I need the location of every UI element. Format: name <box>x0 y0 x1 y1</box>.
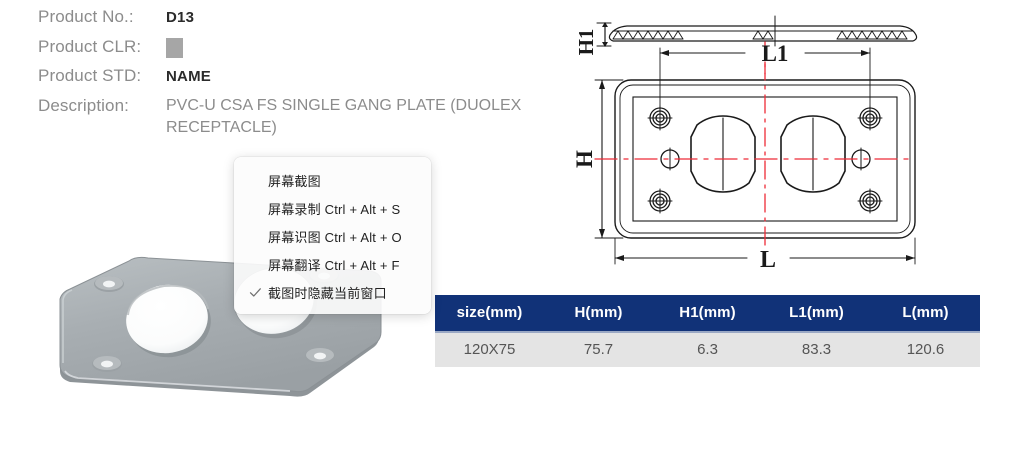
dimension-l <box>614 237 916 265</box>
dimension-h1 <box>596 22 612 47</box>
receptacle-opening-left <box>690 115 756 193</box>
spec-header-l1: L1(mm) <box>762 295 871 332</box>
side-view <box>608 15 918 47</box>
menu-item-screen-ocr[interactable]: 屏幕识图 Ctrl + Alt + O <box>234 222 431 250</box>
menu-item-label: 屏幕识图 Ctrl + Alt + O <box>268 229 402 245</box>
menu-item-hide-window-on-capture[interactable]: 截图时隐藏当前窗口 <box>234 278 431 306</box>
screw-hole-bottom-right <box>305 348 335 364</box>
menu-item-label: 屏幕截图 <box>268 173 321 189</box>
spec-header-size: size(mm) <box>435 295 544 332</box>
checkmark-glyph <box>249 287 261 297</box>
spec-cell-l1: 83.3 <box>762 331 871 367</box>
receptacle-hole-left <box>126 284 211 358</box>
receptacle-opening-right <box>780 115 846 193</box>
menu-item-screenshot[interactable]: 屏幕截图 <box>234 166 431 194</box>
screw-hole-bottom-right <box>857 188 883 214</box>
spec-cell-h1: 6.3 <box>653 331 762 367</box>
screenshot-context-menu[interactable]: 屏幕截图 屏幕录制 Ctrl + Alt + S 屏幕识图 Ctrl + Alt… <box>234 157 431 314</box>
screw-hole-bottom-left <box>647 188 673 214</box>
plate-bottom-highlight <box>64 370 291 392</box>
menu-item-label: 屏幕录制 Ctrl + Alt + S <box>268 201 401 217</box>
spec-cell-size: 120X75 <box>435 331 544 367</box>
screw-hole-bottom-left <box>92 356 122 372</box>
menu-item-screen-record[interactable]: 屏幕录制 Ctrl + Alt + S <box>234 194 431 222</box>
screw-hole-top-left <box>94 276 124 292</box>
menu-item-label: 屏幕翻译 Ctrl + Alt + F <box>268 257 400 273</box>
technical-drawing-svg: H1 L1 H L <box>572 15 918 273</box>
checkmark-icon <box>242 286 268 299</box>
product-no-label: Product No.: <box>38 7 134 26</box>
plate-edge-highlight <box>62 289 73 363</box>
product-clr-row: Product CLR: <box>38 36 578 58</box>
dimension-label-l: L <box>760 247 776 273</box>
spec-table: size(mm) H(mm) H1(mm) L1(mm) L(mm) 120X7… <box>435 295 980 367</box>
dimension-label-l1: L1 <box>762 41 789 66</box>
centerlines <box>594 41 916 251</box>
spec-table-header-row: size(mm) H(mm) H1(mm) L1(mm) L(mm) <box>435 295 980 332</box>
product-color-swatch <box>166 38 183 58</box>
dimension-l1 <box>659 47 871 113</box>
product-no-row: Product No.: D13 <box>38 6 578 29</box>
product-description-label: Description: <box>38 96 129 115</box>
spec-header-h1: H1(mm) <box>653 295 762 332</box>
dimension-label-h1: H1 <box>575 29 598 56</box>
product-clr-label: Product CLR: <box>38 37 142 56</box>
product-description-value: PVC-U CSA FS SINGLE GANG PLATE (DUOLEX R… <box>166 97 522 136</box>
product-std-row: Product STD: NAME <box>38 65 578 88</box>
technical-drawing: H1 L1 H L <box>572 2 1015 287</box>
spec-cell-l: 120.6 <box>871 331 980 367</box>
product-no-value: D13 <box>166 9 195 26</box>
menu-item-label: 截图时隐藏当前窗口 <box>268 285 387 301</box>
dimension-label-h: H <box>575 150 597 168</box>
spec-header-l: L(mm) <box>871 295 980 332</box>
spec-header-h: H(mm) <box>544 295 653 332</box>
table-row: 120X75 75.7 6.3 83.3 120.6 <box>435 331 980 367</box>
product-info-panel: Product No.: D13 Product CLR: Product ST… <box>38 6 578 146</box>
spec-cell-h: 75.7 <box>544 331 653 367</box>
product-std-label: Product STD: <box>38 66 142 85</box>
menu-item-screen-translate[interactable]: 屏幕翻译 Ctrl + Alt + F <box>234 250 431 278</box>
product-description-row: Description: PVC-U CSA FS SINGLE GANG PL… <box>38 95 578 139</box>
product-std-value: NAME <box>166 68 211 85</box>
